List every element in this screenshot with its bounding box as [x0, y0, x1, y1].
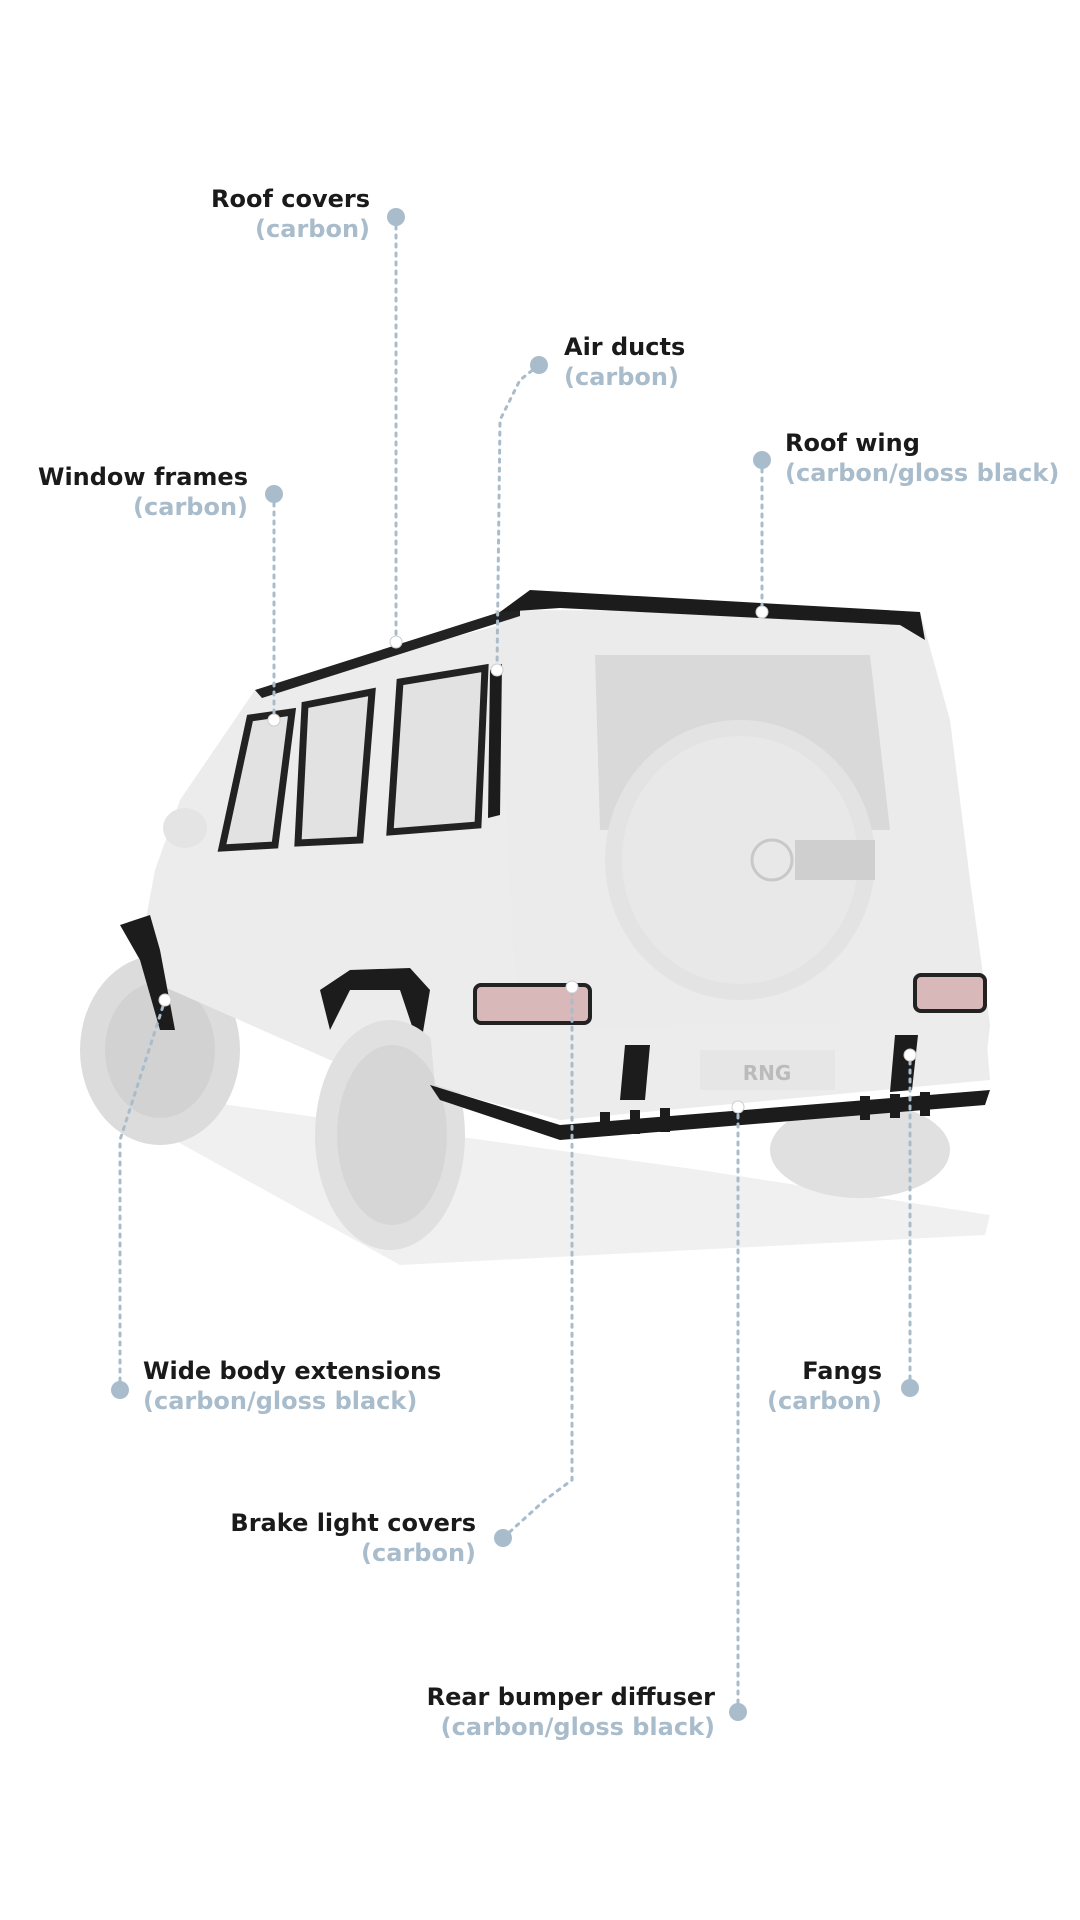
dot-wide-body	[111, 1381, 129, 1399]
marker-fangs	[903, 1048, 917, 1062]
dot-fangs	[901, 1379, 919, 1397]
marker-brake-light	[565, 980, 579, 994]
callout-roof-wing: Roof wing (carbon/gloss black)	[785, 428, 1059, 488]
fang-left	[620, 1045, 650, 1100]
roof-covers-part	[255, 600, 520, 698]
marker-wide-body	[158, 993, 172, 1007]
front-wheel	[315, 1020, 465, 1250]
callout-title: Roof wing	[785, 429, 920, 457]
plate-logo: RNG	[743, 1061, 792, 1085]
callout-title: Roof covers	[210, 185, 370, 213]
marker-roof-covers	[389, 635, 403, 649]
dot-brake-light	[494, 1529, 512, 1547]
dot-roof-wing	[753, 451, 771, 469]
rear-right-wheel	[770, 1102, 950, 1198]
leader-wide-body	[118, 998, 167, 1392]
callout-title: Air ducts	[564, 333, 686, 361]
callout-title: Wide body extensions	[143, 1357, 442, 1385]
diffuser-fins	[600, 1092, 930, 1136]
dot-diffuser	[729, 1703, 747, 1721]
right-tail-light	[913, 973, 987, 1013]
callout-material: (carbon/gloss black)	[143, 1387, 418, 1415]
callout-title: Fangs	[802, 1357, 882, 1385]
callout-window-frames: Window frames (carbon)	[38, 462, 248, 522]
leader-brake-light	[501, 983, 574, 1540]
side-window-3	[386, 663, 489, 836]
marker-window-frames	[267, 713, 281, 727]
dot-air-ducts	[530, 356, 548, 374]
marker-roof-wing	[755, 605, 769, 619]
callout-rear-bumper-diffuser: Rear bumper diffuser (carbon/gloss black…	[427, 1682, 715, 1742]
left-tail-light	[473, 983, 592, 1025]
callout-brake-light-covers: Brake light covers (carbon)	[230, 1508, 476, 1568]
front-fender-flare	[320, 968, 430, 1050]
callout-material: (carbon)	[564, 363, 679, 391]
callout-material: (carbon/gloss black)	[440, 1713, 715, 1741]
callout-air-ducts: Air ducts (carbon)	[564, 332, 685, 392]
side-mirror	[163, 808, 207, 848]
callout-title: Brake light covers	[230, 1509, 476, 1537]
callout-dots	[111, 208, 919, 1721]
callout-material: (carbon/gloss black)	[785, 459, 1060, 487]
callout-material: (carbon)	[361, 1539, 476, 1567]
leader-air-ducts	[495, 363, 541, 672]
side-window-2	[294, 687, 376, 847]
dot-window-frames	[265, 485, 283, 503]
roof-wing-part	[500, 590, 925, 640]
side-window-1	[217, 707, 297, 852]
marker-air-ducts	[490, 663, 504, 677]
callout-title: Window frames	[37, 463, 248, 491]
marker-diffuser	[731, 1100, 745, 1114]
callout-material: (carbon)	[255, 215, 370, 243]
callout-material: (carbon)	[767, 1387, 882, 1415]
air-duct	[488, 664, 502, 818]
spare-tire	[605, 720, 875, 1000]
rear-diffuser-part	[430, 1085, 990, 1140]
callout-roof-covers: Roof covers (carbon)	[211, 184, 370, 244]
callout-material: (carbon)	[133, 493, 248, 521]
license-plate	[700, 1050, 835, 1090]
dot-roof-covers	[387, 208, 405, 226]
callout-fangs: Fangs (carbon)	[767, 1356, 882, 1416]
leader-lines	[118, 215, 912, 1714]
callout-wide-body-extensions: Wide body extensions (carbon/gloss black…	[143, 1356, 441, 1416]
part-markers	[158, 605, 917, 1114]
callout-title: Rear bumper diffuser	[426, 1683, 715, 1711]
